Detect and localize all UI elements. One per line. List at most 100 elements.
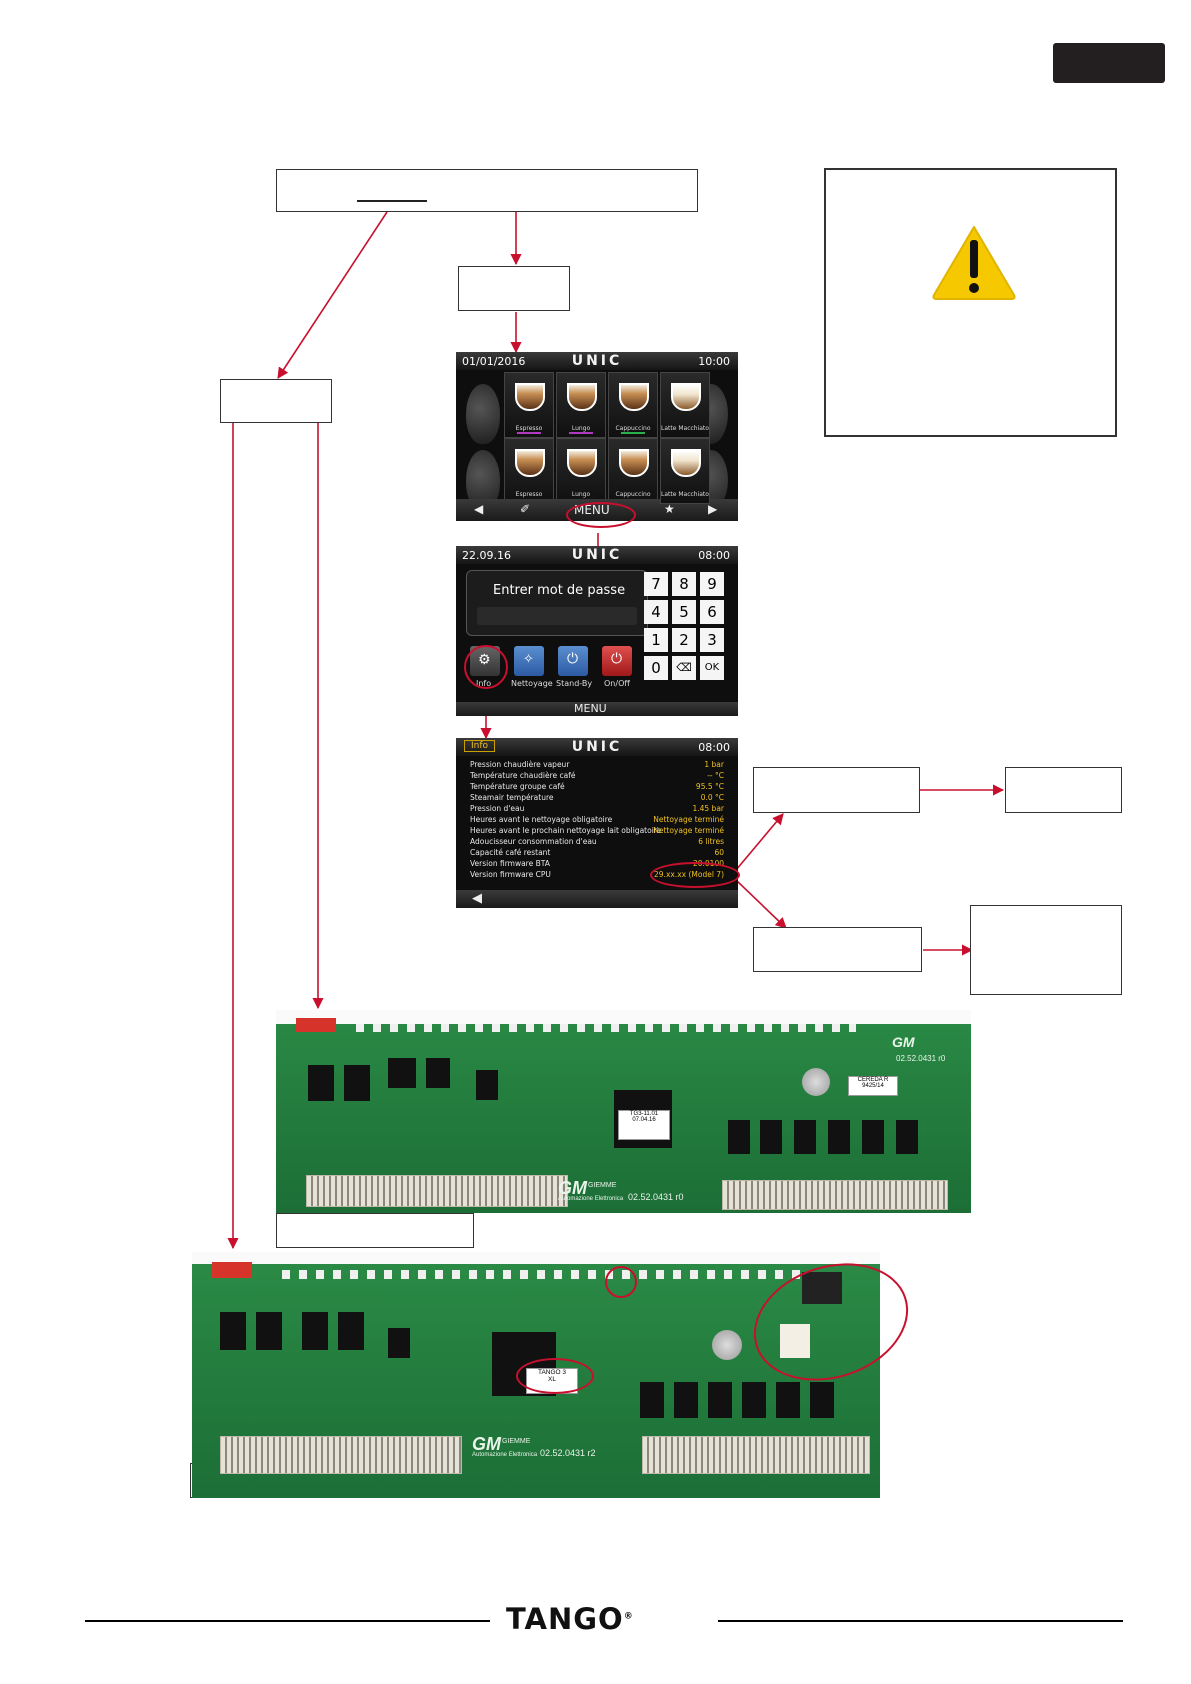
result-box-a	[1005, 767, 1122, 813]
board-2-chip-highlight-ring	[516, 1358, 594, 1394]
arrow-to-version-box-b	[735, 879, 787, 929]
cup-icon	[619, 449, 649, 477]
tools-icon[interactable]: ✐	[520, 502, 531, 516]
home-time: 10:00	[698, 355, 730, 368]
key-3[interactable]: 3	[700, 628, 724, 652]
drink-tile-cappuccino-double[interactable]: Cappuccino	[608, 438, 658, 504]
warning-box	[824, 168, 1117, 437]
drop-icon	[466, 384, 500, 444]
home-brand-logo: UNIC	[571, 353, 623, 369]
key-2[interactable]: 2	[672, 628, 696, 652]
section-tab	[1053, 43, 1165, 83]
cleaning-icon: ✧	[523, 652, 534, 667]
onoff-button[interactable]: ⏻	[602, 646, 632, 676]
key-backspace[interactable]: ⌫	[672, 656, 696, 680]
board-1-caption-box	[276, 1213, 474, 1248]
result-box-b	[970, 905, 1122, 995]
back-icon[interactable]: ◀	[472, 891, 482, 906]
cup-icon	[619, 383, 649, 411]
footer-logo: TANGO®	[506, 1602, 634, 1636]
info-time: 08:00	[698, 741, 730, 754]
battery	[712, 1330, 742, 1360]
key-8[interactable]: 8	[672, 572, 696, 596]
footer-rule-left	[85, 1620, 490, 1622]
key-4[interactable]: 4	[644, 600, 668, 624]
drink-tile-latte-macchiato[interactable]: Latte Macchiato	[660, 438, 710, 504]
drink-tile-espresso[interactable]: Espresso	[504, 372, 554, 438]
extra-header	[780, 1324, 810, 1358]
cup-icon	[515, 383, 545, 411]
board-2-part-number: 02.52.0431 r2	[540, 1448, 596, 1458]
password-nav-bar: MENU	[456, 702, 738, 716]
info-nav-bar: ◀	[456, 890, 738, 908]
info-tab[interactable]: Info	[464, 740, 496, 752]
cup-icon	[567, 383, 597, 411]
left-label-box	[220, 379, 332, 423]
password-date: 22.09.16	[462, 549, 511, 562]
underline-mark	[357, 200, 427, 202]
key-7[interactable]: 7	[644, 572, 668, 596]
cpu-version-highlight-ring	[650, 862, 740, 888]
standby-button[interactable]: ⏻	[558, 646, 588, 676]
drink-tile-lungo-double[interactable]: Lungo	[556, 438, 606, 504]
key-5[interactable]: 5	[672, 600, 696, 624]
password-input[interactable]	[477, 607, 637, 625]
key-ok[interactable]: OK	[700, 656, 724, 680]
edge-connector	[642, 1436, 870, 1474]
footer-rule-right	[718, 1620, 1123, 1622]
edge-connector	[306, 1175, 568, 1207]
password-screen: 22.09.16 UNIC 08:00 Entrer mot de passe …	[456, 546, 738, 716]
onoff-label: On/Off	[604, 679, 630, 688]
password-panel: Entrer mot de passe	[466, 570, 648, 636]
star-icon[interactable]: ★	[664, 502, 675, 516]
info-screen: Info UNIC 08:00 Pression chaudière vapeu…	[456, 738, 738, 908]
drink-tile-cappuccino[interactable]: Cappuccino	[608, 372, 658, 438]
board-2-brand: GM	[472, 1434, 501, 1454]
cleaning-label: Nettoyage	[511, 679, 553, 688]
board-1-corner-part: 02.52.0431 r0	[896, 1054, 946, 1063]
key-0[interactable]: 0	[644, 656, 668, 680]
drink-tile-espresso-double[interactable]: Espresso	[504, 438, 554, 504]
red-connector	[212, 1262, 252, 1278]
info-row: Heures avant le prochain nettoyage lait …	[470, 826, 724, 835]
info-brand-logo: UNIC	[571, 739, 623, 755]
menu-highlight-ring	[566, 502, 636, 528]
power-icon: ⏻	[611, 651, 623, 667]
home-screen: 01/01/2016 UNIC 10:00 Espresso Lungo Cap…	[456, 352, 738, 521]
password-menu-button[interactable]: MENU	[574, 702, 607, 715]
power-icon: ⏻	[567, 651, 579, 667]
main-question-box	[276, 169, 698, 212]
info-highlight-ring	[464, 645, 508, 689]
glass-icon	[671, 449, 701, 477]
arrow-to-version-box-a	[735, 813, 784, 871]
keypad: 7 8 9 4 5 6 1 2 3 0 ⌫ OK	[644, 572, 730, 690]
key-1[interactable]: 1	[644, 628, 668, 652]
mid-label-box	[458, 266, 570, 311]
red-connector	[296, 1018, 336, 1032]
password-brand-logo: UNIC	[571, 547, 623, 563]
key-9[interactable]: 9	[700, 572, 724, 596]
cleaning-button[interactable]: ✧	[514, 646, 544, 676]
drink-tile-lungo[interactable]: Lungo	[556, 372, 606, 438]
warning-triangle-icon	[932, 226, 1016, 300]
arrow-right-icon[interactable]: ▶	[708, 502, 718, 516]
drink-tile-latte-macchiato[interactable]: Latte Macchiato	[660, 372, 710, 438]
battery	[802, 1068, 830, 1096]
standby-label: Stand-By	[556, 679, 593, 688]
board-2-led-highlight-ring	[605, 1266, 637, 1298]
key-6[interactable]: 6	[700, 600, 724, 624]
info-row: Température chaudière café-- °C	[470, 771, 724, 780]
glass-icon	[671, 383, 701, 411]
cup-icon	[567, 449, 597, 477]
board-1-part-number: 02.52.0431 r0	[628, 1192, 684, 1202]
arrow-left-icon[interactable]: ◀	[474, 502, 484, 516]
edge-connector	[722, 1180, 948, 1210]
